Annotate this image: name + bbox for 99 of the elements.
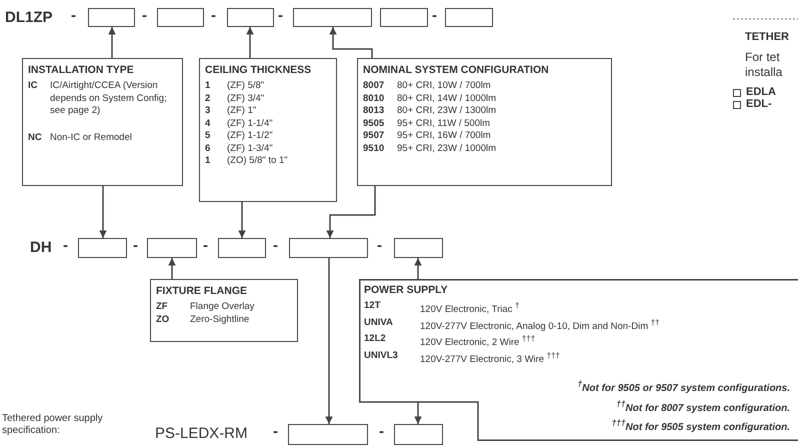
- code-box: [293, 8, 372, 27]
- arrow: [325, 258, 333, 424]
- separator-dash: -: [273, 423, 278, 441]
- option-description: 80+ CRI, 23W / 1300lm: [397, 105, 498, 118]
- option-code: 8010: [363, 92, 386, 105]
- option-code: ZO: [156, 314, 170, 326]
- option-description: (ZF) 3/4": [227, 92, 266, 105]
- option-code: 12T: [364, 300, 382, 313]
- option-code: 9510: [363, 142, 386, 155]
- option-panel: [150, 279, 298, 342]
- code-box: [78, 238, 127, 258]
- option-code: 6: [205, 142, 212, 155]
- option-description: 95+ CRI, 11W / 500lm: [397, 118, 492, 130]
- option-text: EDL-: [746, 98, 772, 112]
- model-prefix: PS-LEDX-RM: [155, 425, 248, 443]
- note-text: For tet: [745, 50, 780, 64]
- option-description: (ZF) 1-1/2": [227, 130, 274, 142]
- code-box: [289, 238, 368, 258]
- separator-dash: -: [142, 7, 147, 25]
- panel-heading: POWER SUPPLY: [364, 283, 449, 297]
- option-code: 5: [205, 130, 212, 142]
- option-description: (ZF) 5/8": [227, 80, 266, 92]
- option-code: NC: [28, 132, 43, 144]
- separator-dash: -: [377, 237, 382, 255]
- section-heading: TETHER: [745, 31, 789, 44]
- code-box: [88, 8, 135, 27]
- option-description: (ZF) 1": [227, 105, 258, 118]
- panel-heading: INSTALLATION TYPE: [28, 63, 135, 77]
- arrow: [329, 27, 373, 58]
- separator-dash: -: [379, 423, 384, 441]
- option-description: 120V-277V Electronic, Analog 0-10, Dim and Non-Dim $^{††}$: [420, 316, 661, 334]
- option-description: 95+ CRI, 23W / 1000lm: [397, 142, 498, 155]
- option-description: 80+ CRI, 10W / 700lm: [397, 80, 492, 92]
- option-description: (ZO) 5/8" to 1": [227, 155, 289, 168]
- model-prefix: DH: [30, 239, 52, 257]
- option-text: EDLA: [746, 86, 776, 99]
- code-box: [445, 8, 493, 27]
- arrow: [246, 27, 254, 58]
- option-code: 1: [205, 80, 212, 92]
- panel-heading: NOMINAL SYSTEM CONFIGURATION: [363, 63, 550, 77]
- option-description: (ZF) 1-1/4": [227, 118, 274, 130]
- option-code: UNIVL3: [364, 350, 399, 363]
- option-description: Zero-Sightline: [190, 314, 250, 326]
- option-code: ZF: [156, 301, 169, 314]
- separator-dash: -: [71, 7, 76, 25]
- footnote: $^{†††}$Not for 9505 system configuration.: [610, 416, 790, 435]
- option-description: (ZF) 1-3/4": [227, 142, 274, 155]
- option-code: 4: [205, 118, 212, 130]
- arrow: [326, 186, 376, 238]
- arrow: [99, 186, 107, 238]
- option-code: 2: [205, 92, 212, 105]
- option-description: 80+ CRI, 14W / 1000lm: [397, 92, 498, 105]
- option-description: 120V Electronic, 2 Wire $^{†††}$: [420, 333, 536, 350]
- option-description: Flange Overlay: [190, 301, 256, 314]
- arrow: [414, 258, 422, 279]
- note-text: installa: [745, 65, 782, 80]
- option-panel: [199, 58, 337, 202]
- footnote: $^{†}$Not for 9505 or 9507 system configurations.: [578, 378, 790, 396]
- arrow: [414, 402, 422, 424]
- code-box: [394, 238, 443, 258]
- code-box: [147, 238, 197, 258]
- option-code: IC: [28, 80, 38, 93]
- panel-heading: FIXTURE FLANGE: [156, 284, 248, 298]
- arrow: [238, 202, 246, 238]
- code-box: [157, 8, 204, 27]
- panel-heading: CEILING THICKNESS: [205, 63, 312, 77]
- option-code: 9505: [363, 118, 386, 130]
- option-description: Non-IC or Remodel: [50, 132, 133, 144]
- option-description: 120V-277V Electronic, 3 Wire $^{†††}$: [420, 350, 561, 367]
- option-code: 9507: [363, 130, 386, 142]
- separator-dash: -: [211, 7, 216, 25]
- option-panel: [22, 58, 183, 186]
- option-code: 3: [205, 105, 212, 118]
- note-text: Tethered power supply specification:: [2, 413, 104, 437]
- code-box: [218, 238, 266, 258]
- option-code: 1: [205, 155, 212, 168]
- option-code: 12L2: [364, 333, 387, 346]
- option-code: 8007: [363, 80, 386, 92]
- footnote: $^{††}$Not for 8007 system configuration.: [615, 397, 790, 416]
- code-box: [394, 424, 443, 445]
- option-description: IC/Airtight/CCEA (Version depends on System Config; see page 2): [50, 80, 168, 118]
- separator-dash: -: [203, 237, 208, 255]
- model-prefix: DL1ZP: [5, 9, 53, 27]
- option-description: 95+ CRI, 16W / 700lm: [397, 130, 492, 142]
- code-box: [380, 8, 428, 27]
- arrow: [108, 27, 116, 58]
- separator-dash: -: [133, 237, 138, 255]
- code-box: [288, 424, 368, 445]
- code-box: [227, 8, 274, 27]
- separator-dash: -: [63, 237, 68, 255]
- option-panel: [359, 279, 798, 441]
- option-description: 120V Electronic, Triac $^{†}$: [420, 300, 520, 317]
- separator-dash: -: [273, 237, 278, 255]
- option-panel: [357, 58, 612, 186]
- option-code: 8013: [363, 105, 386, 118]
- separator-dash: -: [278, 7, 283, 25]
- arrow: [168, 258, 176, 279]
- option-code: UNIVA: [364, 316, 394, 330]
- separator-dash: -: [432, 7, 437, 25]
